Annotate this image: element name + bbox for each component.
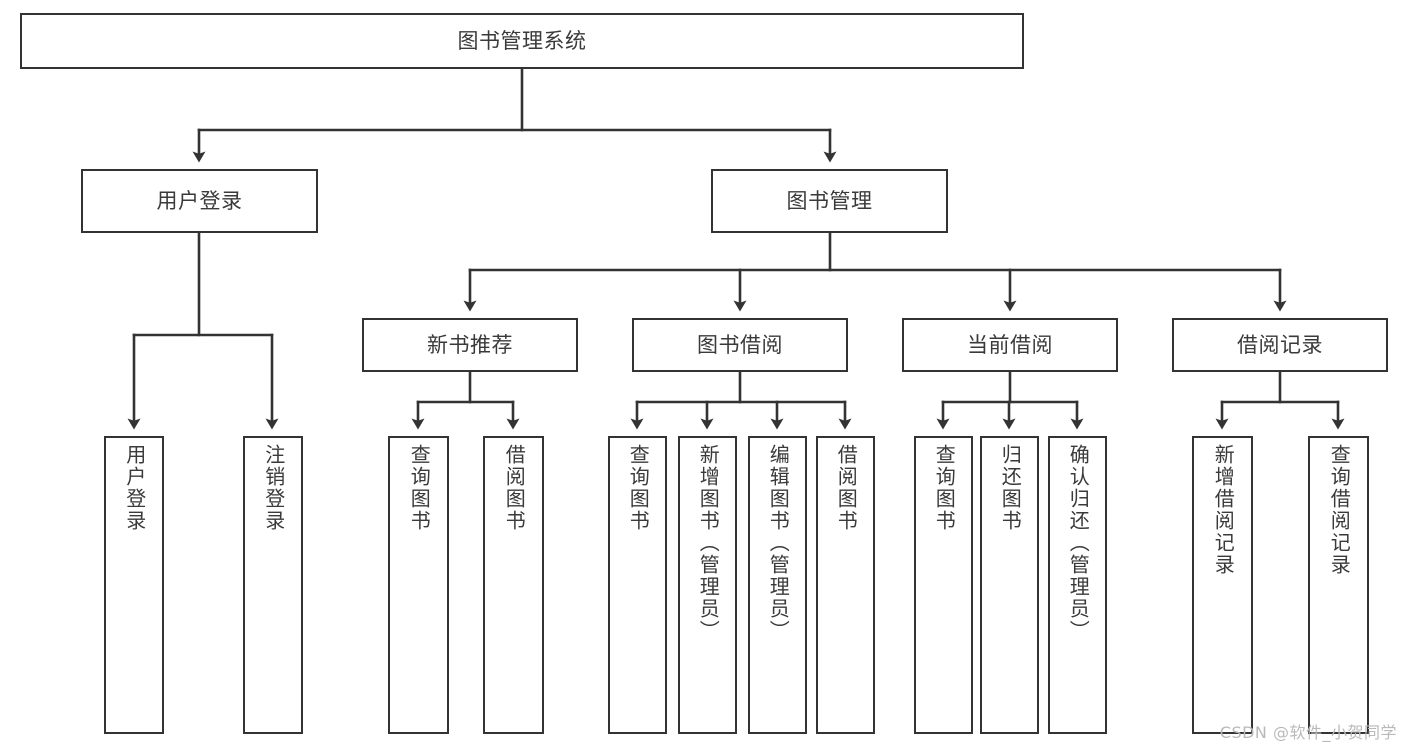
node-level1-user-login-label: 用户登录: [156, 188, 243, 213]
node-leaf-query-book-current[interactable]: 查询图书: [914, 436, 973, 734]
node-leaf-confirm-return-admin-label: 确认归还（管理员）: [1066, 444, 1091, 642]
node-level2-new-book-recommend[interactable]: 新书推荐: [362, 318, 578, 372]
node-leaf-confirm-return-admin[interactable]: 确认归还（管理员）: [1048, 436, 1107, 734]
node-leaf-logout-label: 注销登录: [261, 444, 286, 532]
node-leaf-logout[interactable]: 注销登录: [243, 436, 303, 734]
node-level2-book-borrow-label: 图书借阅: [697, 332, 783, 357]
node-leaf-query-book-recommend-label: 查询图书: [407, 444, 432, 532]
node-level2-borrow-records[interactable]: 借阅记录: [1172, 318, 1388, 372]
node-leaf-query-book-current-label: 查询图书: [932, 444, 957, 532]
node-leaf-query-book-borrow[interactable]: 查询图书: [608, 436, 667, 734]
node-leaf-borrow-book-recommend[interactable]: 借阅图书: [483, 436, 544, 734]
node-leaf-borrow-book[interactable]: 借阅图书: [816, 436, 875, 734]
node-leaf-borrow-book-recommend-label: 借阅图书: [502, 444, 527, 532]
node-leaf-return-book-label: 归还图书: [998, 444, 1023, 532]
node-level2-new-book-recommend-label: 新书推荐: [427, 332, 513, 357]
watermark-text: CSDN @软件_小贺同学: [1219, 723, 1397, 742]
node-leaf-query-borrow-record-label: 查询借阅记录: [1327, 444, 1352, 576]
node-leaf-query-borrow-record[interactable]: 查询借阅记录: [1308, 436, 1369, 734]
node-level2-current-borrow-label: 当前借阅: [967, 332, 1053, 357]
node-leaf-edit-book-admin-label: 编辑图书（管理员）: [766, 444, 791, 642]
node-leaf-user-login[interactable]: 用户登录: [104, 436, 164, 734]
node-leaf-edit-book-admin[interactable]: 编辑图书（管理员）: [748, 436, 807, 734]
node-leaf-add-borrow-record-label: 新增借阅记录: [1211, 444, 1236, 576]
node-leaf-return-book[interactable]: 归还图书: [980, 436, 1039, 734]
node-level2-borrow-records-label: 借阅记录: [1237, 332, 1323, 357]
node-leaf-add-book-admin-label: 新增图书（管理员）: [696, 444, 721, 642]
node-leaf-add-book-admin[interactable]: 新增图书（管理员）: [678, 436, 737, 734]
node-leaf-borrow-book-label: 借阅图书: [834, 444, 859, 532]
node-root[interactable]: 图书管理系统: [20, 13, 1024, 69]
node-level1-user-login[interactable]: 用户登录: [81, 169, 318, 233]
node-level1-book-management[interactable]: 图书管理: [711, 169, 948, 233]
node-root-label: 图书管理系统: [457, 28, 587, 53]
node-leaf-add-borrow-record[interactable]: 新增借阅记录: [1192, 436, 1253, 734]
node-level1-book-management-label: 图书管理: [786, 188, 873, 213]
node-level2-book-borrow[interactable]: 图书借阅: [632, 318, 848, 372]
node-leaf-query-book-recommend[interactable]: 查询图书: [388, 436, 449, 734]
node-level2-current-borrow[interactable]: 当前借阅: [902, 318, 1118, 372]
node-leaf-query-book-borrow-label: 查询图书: [626, 444, 651, 532]
node-leaf-user-login-label: 用户登录: [122, 444, 147, 532]
